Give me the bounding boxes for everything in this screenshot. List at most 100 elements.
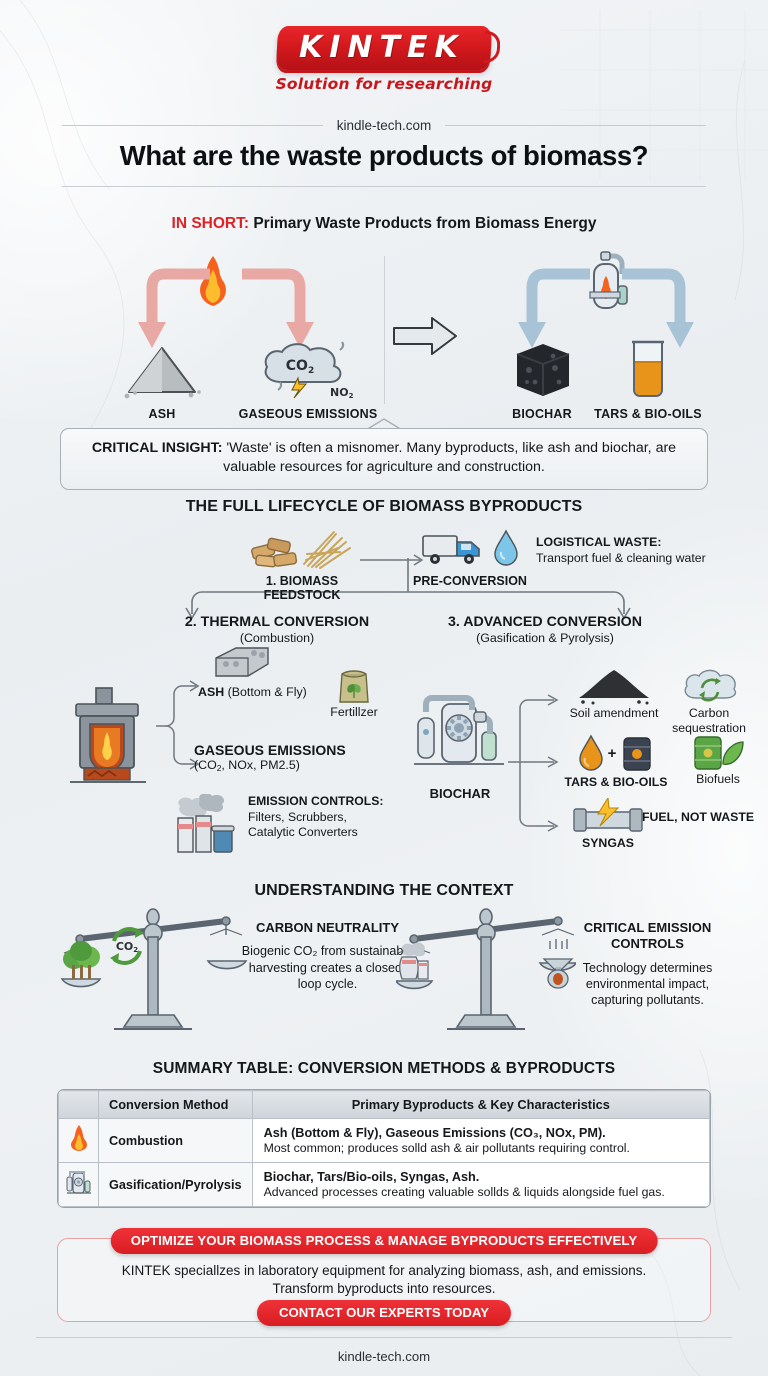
preconversion-label: PRE-CONVERSION xyxy=(413,574,527,588)
table-row: Gasification/Pyrolysis Biochar, Tars/Bio… xyxy=(58,1162,710,1207)
preconversion-node: PRE-CONVERSION xyxy=(400,528,540,588)
table-header-row: Conversion Method Primary Byproducts & K… xyxy=(58,1090,710,1119)
thermal-ash-row: ASH (Bottom & Fly) xyxy=(198,647,408,700)
plus-sign: + xyxy=(607,744,617,762)
in-short-label-emissions: GASEOUS EMISSIONS xyxy=(238,407,378,421)
adv-biofuels: Biofuels xyxy=(678,734,758,787)
flame-icon xyxy=(200,256,226,306)
oil-barrel-icon xyxy=(623,737,652,771)
gaseous-emissions-heading: GASEOUS EMISSIONS xyxy=(194,742,346,758)
advanced-branch-arrows xyxy=(508,694,559,832)
smokestack-icon xyxy=(177,794,235,853)
summary-table-title: SUMMARY TABLE: CONVERSION METHODS & BYPR… xyxy=(152,1060,616,1077)
in-short-label-biochar: BIOCHAR xyxy=(512,407,572,421)
adv-tars-label: TARS & BIO-OILS xyxy=(564,775,668,789)
row-desc-note-gasification: Advanced processes creating valuable sol… xyxy=(263,1185,665,1199)
adv-biofuels-label: Biofuels xyxy=(696,772,740,786)
branch-thermal: 2. THERMAL CONVERSION (Combustion) xyxy=(148,614,406,645)
logistical-waste-heading: LOGISTICAL WASTE: xyxy=(536,535,662,549)
emission-controls-heading: EMISSION CONTROLS: xyxy=(248,794,384,808)
lifecycle-connectors xyxy=(360,554,423,566)
row-desc-bold-gasification: Biochar, Tars/Bio-oils, Syngas, Ash. xyxy=(263,1170,480,1184)
emission-controls-items: Filters, Scrubbers, Catalytic Converters xyxy=(248,809,358,840)
biomass-feedstock-icon xyxy=(228,528,376,569)
in-short-lead: IN SHORT: xyxy=(171,215,250,232)
headline-divider xyxy=(62,186,706,187)
context-title: UNDERSTANDING THE CONTEXT xyxy=(254,882,514,899)
adv-tars-biooils: + TARS & BIO-OILS xyxy=(556,734,676,790)
water-drop-icon xyxy=(494,529,518,566)
adv-fuel-label: FUEL, NOT WASTE xyxy=(642,810,755,824)
cta-banner[interactable]: OPTIMIZE YOUR BIOMASS PROCESS & MANAGE B… xyxy=(110,1228,658,1254)
feedstock-node: 1. BIOMASS FEEDSTOCK xyxy=(228,528,376,602)
row-desc-gasification: Biochar, Tars/Bio-oils, Syngas, Ash. Adv… xyxy=(251,1162,710,1207)
lifecycle-title: THE FULL LIFECYCLE OF BIOMASS BYPRODUCTS xyxy=(185,498,583,515)
gas-sub-pre: (CO xyxy=(194,758,217,772)
context-emission-controls: CRITICAL EMISSION CONTROLS Technology de… xyxy=(560,920,735,1009)
branch-thermal-heading: 2. THERMAL CONVERSION xyxy=(184,614,370,630)
flame-icon xyxy=(70,1125,87,1151)
thermal-ash-bold: ASH xyxy=(198,685,225,699)
biochar-cube-icon xyxy=(462,304,622,400)
critical-insight-lead: CRITICAL INSIGHT: xyxy=(91,440,223,456)
th-method: Conversion Method xyxy=(98,1090,253,1119)
right-arrow-icon xyxy=(393,317,457,355)
contact-experts-button[interactable]: CONTACT OUR EXPERTS TODAY xyxy=(256,1300,512,1326)
in-short-item-biochar: BIOCHAR xyxy=(462,304,622,421)
emission-controls-text-ctx: Technology determines environmental impa… xyxy=(582,960,713,1008)
ash-brick-icon xyxy=(215,647,269,677)
branch-advanced-heading: 3. ADVANCED CONVERSION xyxy=(448,614,642,630)
gaseous-emissions-sub: (CO2, NOx, PM2.5) xyxy=(194,758,404,773)
in-short-panel: ASH CO2 NO2 GASEOUS EMISSIONS xyxy=(40,248,728,423)
feedstock-label: 1. BIOMASS FEEDSTOCK xyxy=(263,574,341,602)
balance-scale-pollution-icon xyxy=(396,908,576,1030)
in-short-item-emissions: CO2 NO2 GASEOUS EMISSIONS xyxy=(228,304,388,421)
fertilizer-label: Fertillzer xyxy=(330,705,378,719)
adv-syngas: SYNGAS xyxy=(552,798,664,851)
wood-stove-icon xyxy=(70,687,146,783)
thermal-ash-rest: (Bottom & Fly) xyxy=(224,685,307,699)
row-desc-bold-combustion: Ash (Bottom & Fly), Gaseous Emissions (C… xyxy=(263,1126,606,1140)
page-title: What are the waste products of biomass? xyxy=(119,140,649,171)
in-short-label-ash: ASH xyxy=(148,407,176,421)
thermal-branch-arrows xyxy=(156,680,200,770)
carbon-cloud-icon xyxy=(684,669,737,702)
lifecycle-branch-connectors xyxy=(185,558,631,620)
gasifier-icon xyxy=(414,695,504,765)
row-desc-note-combustion: Most common; produces solld ash & air po… xyxy=(263,1141,630,1155)
critical-insight-text: 'Waste' is often a misnomer. Many byprod… xyxy=(222,440,677,476)
adv-carbon-label: Carbon sequestration xyxy=(672,706,746,736)
rule-right xyxy=(445,125,707,126)
context-carbon-neutrality: CARBON NEUTRALITY Biogenic CO₂ from sust… xyxy=(240,920,415,992)
gasifier-icon xyxy=(66,1171,91,1194)
syngas-pipe-icon xyxy=(573,798,643,832)
row-desc-combustion: Ash (Bottom & Fly), Gaseous Emissions (C… xyxy=(251,1118,710,1163)
svg-text:CO2: CO2 xyxy=(286,358,314,376)
summary-table: Conversion Method Primary Byproducts & K… xyxy=(57,1089,711,1208)
ash-pile-icon xyxy=(82,304,242,400)
in-short-label-tars: TARS & BIO-OILS xyxy=(594,407,702,421)
footer-divider xyxy=(36,1337,732,1338)
adv-carbon-sequestration: Carbon sequestration xyxy=(658,668,760,737)
thermal-ash-text: ASH (Bottom & Fly) xyxy=(198,684,318,700)
arrow-ash-icon xyxy=(138,268,210,348)
adv-syngas-label: SYNGAS xyxy=(582,836,634,850)
gas-sub-post: , NOx, PM2.5) xyxy=(221,758,300,772)
green-barrel-icon xyxy=(694,736,744,770)
fertilizer-bag-icon xyxy=(339,670,369,703)
logo-wordmark: KINTEK xyxy=(299,30,465,65)
logo-tagline: Solution for researching xyxy=(275,75,493,93)
adv-soil-amendment: Soil amendment xyxy=(566,668,662,721)
in-short-heading: IN SHORT: Primary Waste Products from Bi… xyxy=(0,215,768,233)
balance-scale-trees-icon: CO2 xyxy=(60,908,248,1030)
row-method-gasification: Gasification/Pyrolysis xyxy=(98,1162,253,1207)
cta-body: KINTEK speciallzes in laboratory equipme… xyxy=(121,1263,647,1297)
site-url-footer[interactable]: kindle-tech.com xyxy=(337,1349,431,1364)
panel-divider xyxy=(384,256,385,404)
adv-soil-label: Soil amendment xyxy=(569,706,659,720)
gas-sub-2: 2 xyxy=(216,762,222,773)
brand-logo[interactable]: KINTEK Solution for researching xyxy=(0,26,768,93)
co2-cloud-icon: CO2 NO2 xyxy=(228,304,388,400)
advanced-source-label: BIOCHAR xyxy=(429,786,491,801)
